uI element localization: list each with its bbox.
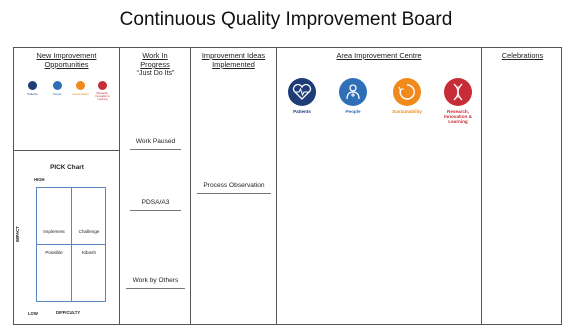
just-do-its-label: “Just Do Its” <box>136 70 175 77</box>
dna-icon <box>453 83 463 101</box>
process-observation-underline <box>197 193 271 194</box>
recycle-icon <box>398 84 415 100</box>
pick-quadrant-possible: Possible <box>45 250 63 255</box>
column-area-improvement-centre: Area Improvement Centre <box>277 48 482 324</box>
patients-icon <box>288 78 316 106</box>
patients-label: Patients <box>293 109 311 114</box>
pick-quadrant-kibosh: Kibosh <box>81 250 97 255</box>
pdsa-underline <box>130 210 181 211</box>
pick-impact-axis-label: IMPACT <box>15 226 20 242</box>
people-icon <box>53 81 62 90</box>
pick-grid-horizontal-line <box>37 244 105 245</box>
pick-high-label: HIGH <box>34 177 45 182</box>
sustainability-icon <box>76 81 85 90</box>
patients-icon <box>28 81 37 90</box>
work-in-progress-heading: Work In Progress <box>140 51 170 69</box>
research-icon <box>98 81 107 90</box>
sustainability-icon <box>393 78 421 106</box>
work-by-others-label: Work by Others <box>132 277 179 284</box>
people-icon <box>339 78 367 106</box>
pick-quadrant-challenge: Challenge <box>78 229 100 234</box>
new-opportunities-heading: New Improvement Opportunities <box>36 51 97 69</box>
pdsa-label: PDSA/A3 <box>141 199 170 206</box>
pick-quadrant-implement: Implement <box>43 229 65 234</box>
process-observation-label: Process Observation <box>203 182 265 189</box>
work-paused-underline <box>130 149 181 150</box>
pick-low-label: LOW <box>28 311 38 316</box>
person-icon <box>346 84 360 100</box>
board-title: Continuous Quality Improvement Board <box>119 9 453 30</box>
celebrations-heading: Celebrations <box>501 51 544 60</box>
pick-section-divider <box>14 150 120 151</box>
column-celebrations: Celebrations <box>482 48 563 324</box>
research-label: Research, Innovation & Learning <box>444 109 472 124</box>
sustainability-label: Sustainability <box>392 109 422 114</box>
work-by-others-underline <box>126 288 185 289</box>
ideas-implemented-heading: Improvement Ideas Implemented <box>201 51 266 69</box>
pick-grid: Implement Challenge Possible Kibosh <box>36 187 106 302</box>
pick-difficulty-axis-label: DIFFICULTY <box>56 310 81 315</box>
research-small-label: Research, Innovation & Learning <box>95 92 110 101</box>
work-paused-label: Work Paused <box>135 138 176 145</box>
column-new-opportunities: New Improvement Opportunities Patients P… <box>14 48 120 324</box>
pick-chart-title: PICK Chart <box>50 164 84 171</box>
sustainability-small-label: Sustainability <box>72 92 89 96</box>
research-icon <box>444 78 472 106</box>
column-work-in-progress: Work In Progress “Just Do Its” Work Paus… <box>120 48 191 324</box>
people-label: People <box>345 109 361 114</box>
patients-small-label: Patients <box>27 92 38 96</box>
area-improvement-heading: Area Improvement Centre <box>336 51 422 60</box>
heart-icon <box>292 84 312 100</box>
improvement-board: New Improvement Opportunities Patients P… <box>13 47 562 325</box>
people-small-label: People <box>53 92 62 96</box>
column-ideas-implemented: Improvement Ideas Implemented Process Ob… <box>191 48 277 324</box>
